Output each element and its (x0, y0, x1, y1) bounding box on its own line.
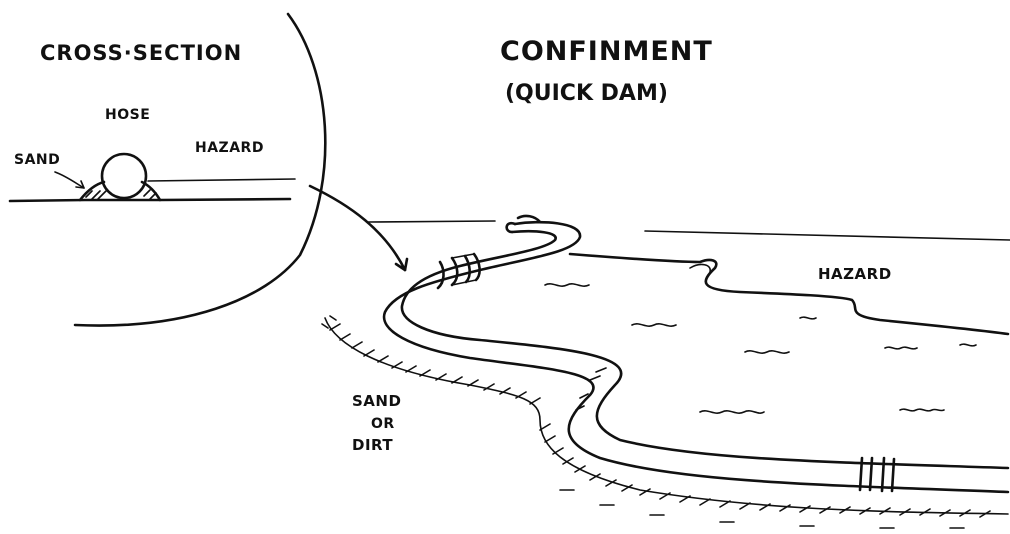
inset-hose-circle (100, 152, 148, 200)
title-confinment: CONFINMENT (500, 36, 713, 67)
title-quick-dam: (QUICK DAM) (505, 81, 668, 106)
inset-hazard-label: HAZARD (195, 140, 264, 156)
inset-circle-boundary (73, 12, 327, 327)
main-scene: HAZARD SAND OR DIRT (321, 214, 1010, 529)
water-ripples (544, 283, 977, 414)
hose-tip (505, 214, 542, 234)
inset-hazard-surface (147, 178, 296, 182)
cross-section-label: CROSS·SECTION (40, 41, 242, 65)
hazard-pool-edge-inner (689, 263, 711, 273)
inset-sand-label: SAND (14, 152, 60, 168)
sand-or-dirt-line2: OR (371, 416, 395, 432)
inset-pointer-arrow (308, 184, 409, 272)
hose-outer-edge (382, 220, 1010, 494)
inset-ground-line (8, 197, 292, 203)
hose-coupling-top (436, 252, 481, 290)
inset-sand-hatching (85, 189, 157, 200)
sand-or-dirt-line3: DIRT (352, 436, 393, 454)
sand-or-dirt-line1: SAND (352, 392, 401, 410)
hazard-main-label: HAZARD (818, 265, 892, 283)
near-hose-hatching (575, 367, 607, 411)
hose-coupling-bottom (858, 456, 896, 493)
hazard-pool-boundary (568, 252, 1010, 336)
hose-inner-edge (400, 229, 1010, 470)
inset-hose-label: HOSE (105, 107, 150, 123)
inset-sand-arrow (54, 171, 85, 189)
sand-dirt-hatching (321, 315, 1009, 529)
horizon-left (367, 220, 496, 223)
horizon-right (644, 230, 1010, 241)
cross-section-inset: CROSS·SECTION HOSE HAZARD SAND (8, 12, 327, 327)
